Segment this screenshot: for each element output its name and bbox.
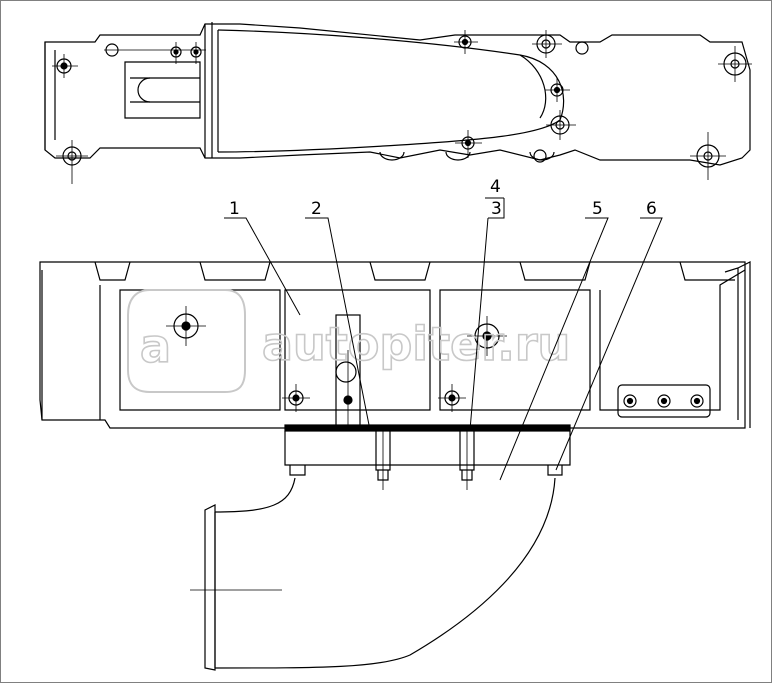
callout-3: 3	[491, 199, 502, 219]
watermark: a autopiter.ru	[127, 289, 571, 393]
top-view	[44, 22, 751, 166]
watermark-text: autopiter.ru	[262, 317, 570, 371]
watermark-logo-letter: a	[140, 319, 171, 373]
leader-lines	[224, 197, 663, 481]
watermark-logo-icon	[127, 289, 246, 393]
callout-6: 6	[646, 199, 657, 219]
callout-4: 4	[490, 177, 501, 197]
callout-2: 2	[311, 199, 322, 219]
top-view-centerlines	[52, 30, 752, 184]
front-view-centerlines	[166, 306, 507, 591]
top-view-holes	[56, 34, 747, 168]
callout-5: 5	[592, 199, 603, 219]
callout-1: 1	[229, 199, 240, 219]
